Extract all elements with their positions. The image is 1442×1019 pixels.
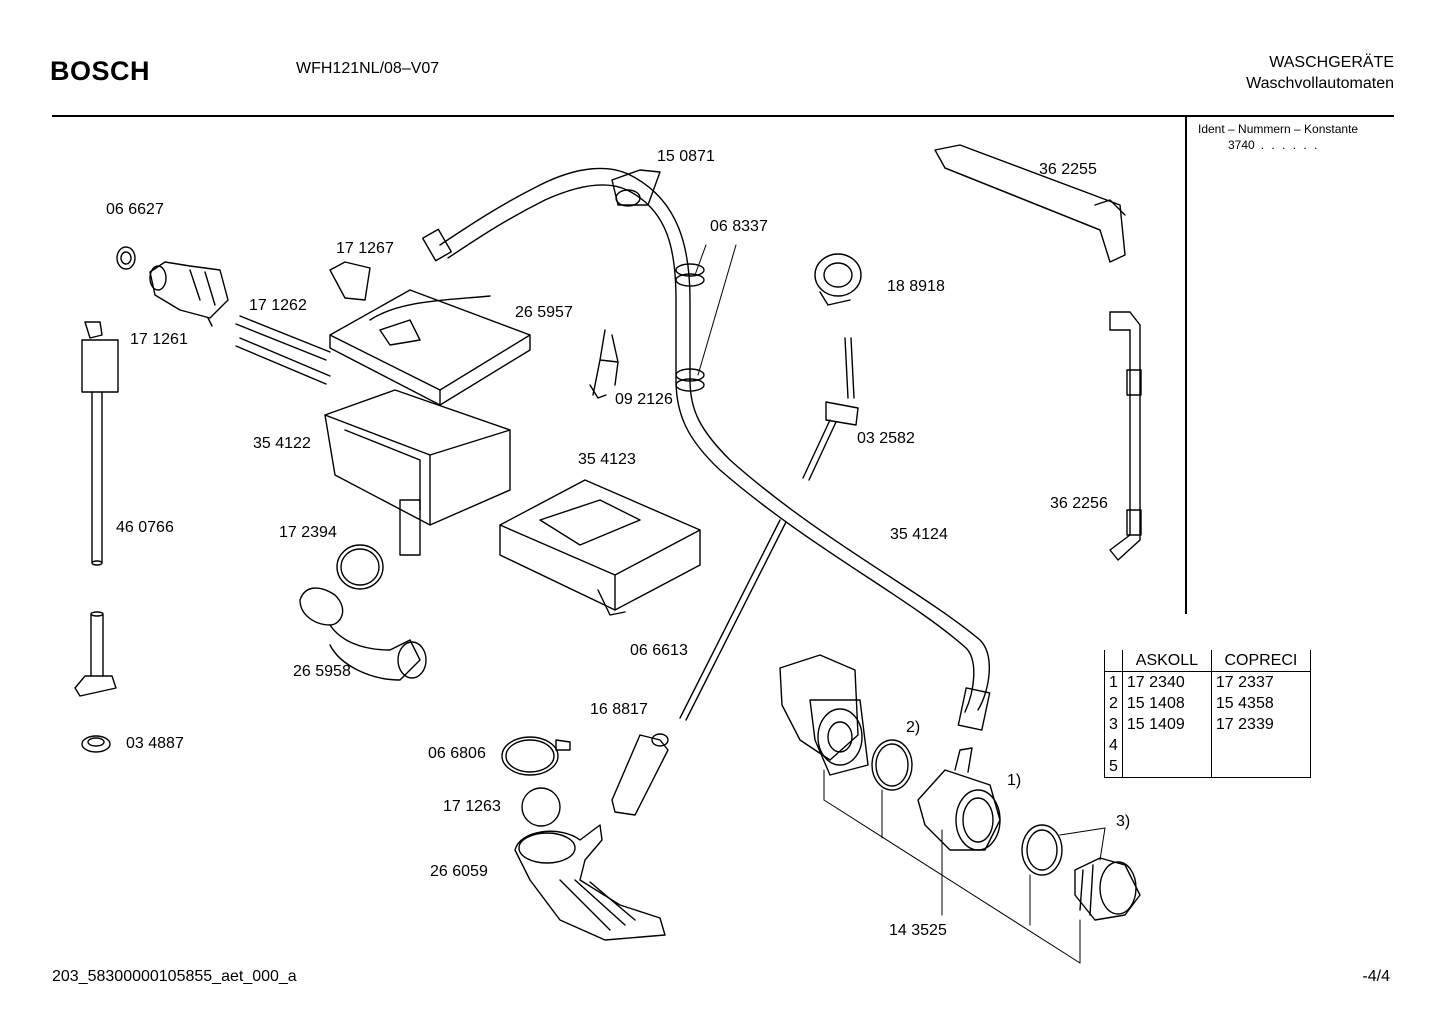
category-title: WASCHGERÄTE	[1269, 54, 1394, 71]
part-label: 17 1263	[443, 798, 501, 815]
part-label: 36 2255	[1039, 161, 1097, 178]
part-label: 14 3525	[889, 922, 947, 939]
rail-side-drawing	[1109, 311, 1142, 561]
part-label: 26 5958	[293, 663, 351, 680]
heater-pipe-drawing	[611, 519, 787, 816]
ident-label: Ident – Nummern – Konstante	[1198, 122, 1359, 136]
table-cell: 15 4358	[1215, 694, 1274, 712]
page-number: -4/4	[1362, 968, 1390, 985]
callout-2: 2)	[906, 719, 921, 736]
part-label: 35 4122	[253, 435, 311, 452]
brand-logo: BOSCH	[50, 56, 151, 86]
part-label: 03 4887	[126, 735, 184, 752]
part-label: 16 8817	[590, 701, 648, 718]
part-label: 06 6613	[630, 642, 688, 659]
dispenser-top-drawing	[329, 261, 531, 406]
part-label: 06 6806	[428, 745, 486, 762]
category-subtitle: Waschvollautomaten	[1246, 75, 1394, 92]
pressure-tube-drawing	[802, 337, 859, 481]
inlet-valve-drawing	[116, 246, 229, 327]
part-label: 17 1261	[130, 331, 188, 348]
document-id: 203_58300000105855_aet_000_a	[52, 968, 297, 985]
rail-top-drawing	[934, 144, 1126, 263]
table-cell: 17 2337	[1215, 673, 1274, 691]
table-cell: 17 2340	[1122, 671, 1212, 693]
pressure-switch-drawing	[814, 253, 862, 306]
rods-drawing	[235, 315, 331, 385]
ident-value-row: 3740 . . . . . .	[1228, 138, 1319, 152]
part-label: 06 6627	[106, 201, 164, 218]
part-label: 35 4124	[890, 526, 948, 543]
header-divider	[52, 115, 1394, 117]
part-label: 35 4123	[578, 451, 636, 468]
table-cell	[1122, 735, 1212, 756]
side-divider	[1185, 117, 1187, 614]
drain-hose-drawing	[422, 167, 991, 731]
table-row: 3 15 1409 17 2339	[1104, 714, 1311, 735]
table-cell	[1122, 756, 1212, 778]
part-label: 17 1262	[249, 297, 307, 314]
table-header-cell: COPRECI	[1211, 650, 1311, 672]
table-header-cell: ASKOLL	[1122, 650, 1212, 672]
table-cell: 3	[1104, 714, 1123, 735]
vendor-table: ASKOLL COPRECI 1 17 2340 17 2337 2 15 14…	[1104, 650, 1311, 778]
table-cell	[1211, 735, 1310, 756]
ident-dots: . . . . . .	[1260, 138, 1320, 152]
part-label: 36 2256	[1050, 495, 1108, 512]
bellows-drawing	[299, 544, 427, 681]
detergent-drawer-2-drawing	[499, 479, 701, 616]
table-row: 2 15 1408 15 4358	[1104, 693, 1311, 714]
table-cell: 2	[1104, 693, 1123, 714]
sump-drawing	[501, 736, 666, 941]
model-number: WFH121NL/08–V07	[296, 60, 440, 77]
part-label: 15 0871	[657, 148, 715, 165]
table-row: 5	[1104, 756, 1311, 778]
part-label: 26 5957	[515, 304, 573, 321]
vendor-table-header: ASKOLL COPRECI	[1104, 650, 1311, 672]
table-cell: 15 1408	[1122, 693, 1212, 714]
part-label: 09 2126	[615, 391, 673, 408]
part-label: 17 1267	[336, 240, 394, 257]
table-row: 1 17 2340 17 2337	[1104, 671, 1311, 693]
table-cell: 15 1409	[1122, 714, 1212, 735]
table-cell: 4	[1104, 735, 1123, 756]
callout-1: 1)	[1007, 772, 1022, 789]
part-label: 26 6059	[430, 863, 488, 880]
leader-lines	[694, 244, 1106, 964]
table-cell: 17 2339	[1215, 715, 1274, 733]
ident-value: 3740	[1228, 138, 1255, 152]
fork-clip-drawing	[589, 329, 619, 399]
detergent-drawer-drawing	[324, 389, 511, 556]
part-label: 18 8918	[887, 278, 945, 295]
table-header-cell	[1104, 650, 1123, 672]
part-label: 17 2394	[279, 524, 337, 541]
callout-3: 3)	[1116, 813, 1131, 830]
table-cell	[1211, 756, 1310, 778]
table-cell: 5	[1104, 756, 1123, 778]
table-row: 4	[1104, 735, 1311, 756]
drain-pump-drawing	[779, 654, 1141, 921]
table-cell: 1	[1104, 671, 1123, 693]
part-label: 46 0766	[116, 519, 174, 536]
part-label: 06 8337	[710, 218, 768, 235]
inlet-hose-drawing	[74, 321, 119, 753]
part-label: 03 2582	[857, 430, 915, 447]
